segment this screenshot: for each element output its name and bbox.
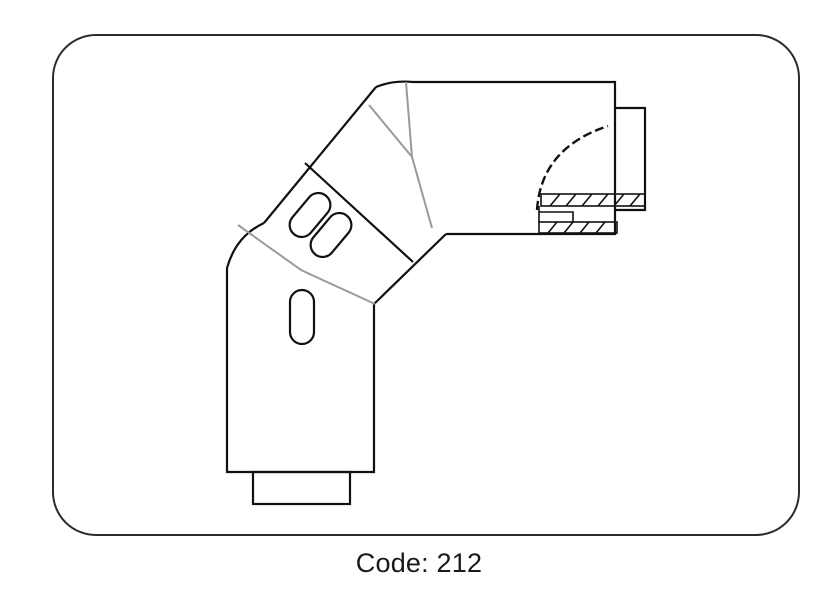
hatch-marks-lower: [547, 221, 606, 234]
drawing-frame: [52, 34, 800, 536]
lower-seam: [237, 224, 376, 305]
hatch-marks-upper: [549, 193, 641, 207]
lower-leg-outline: [225, 268, 376, 474]
bottom-spigot: [251, 470, 352, 506]
lower-bend-curve: [225, 222, 265, 269]
outlet-spigot: [615, 106, 647, 212]
upper-leg: [375, 80, 647, 236]
middle-joint-line: [304, 162, 414, 263]
upper-slot-left: [288, 191, 332, 239]
section-step: [538, 206, 574, 222]
middle-inner-edge: [373, 233, 447, 305]
seam-lines: [237, 81, 433, 305]
middle-outer-edge: [263, 86, 377, 224]
upper-slot-right: [309, 211, 353, 259]
upper-seam-branch: [405, 81, 413, 158]
lower-leg: [225, 222, 376, 506]
hidden-arc: [535, 124, 609, 211]
sectioned-cutaway: [535, 124, 646, 234]
upper-seam: [368, 104, 433, 229]
lower-slot: [288, 288, 316, 346]
middle-segment: [263, 86, 447, 305]
upper-leg-outline: [375, 80, 617, 236]
section-band-lower: [538, 221, 618, 234]
section-band-upper: [540, 193, 646, 207]
product-code-caption: Code: 212: [355, 548, 483, 578]
